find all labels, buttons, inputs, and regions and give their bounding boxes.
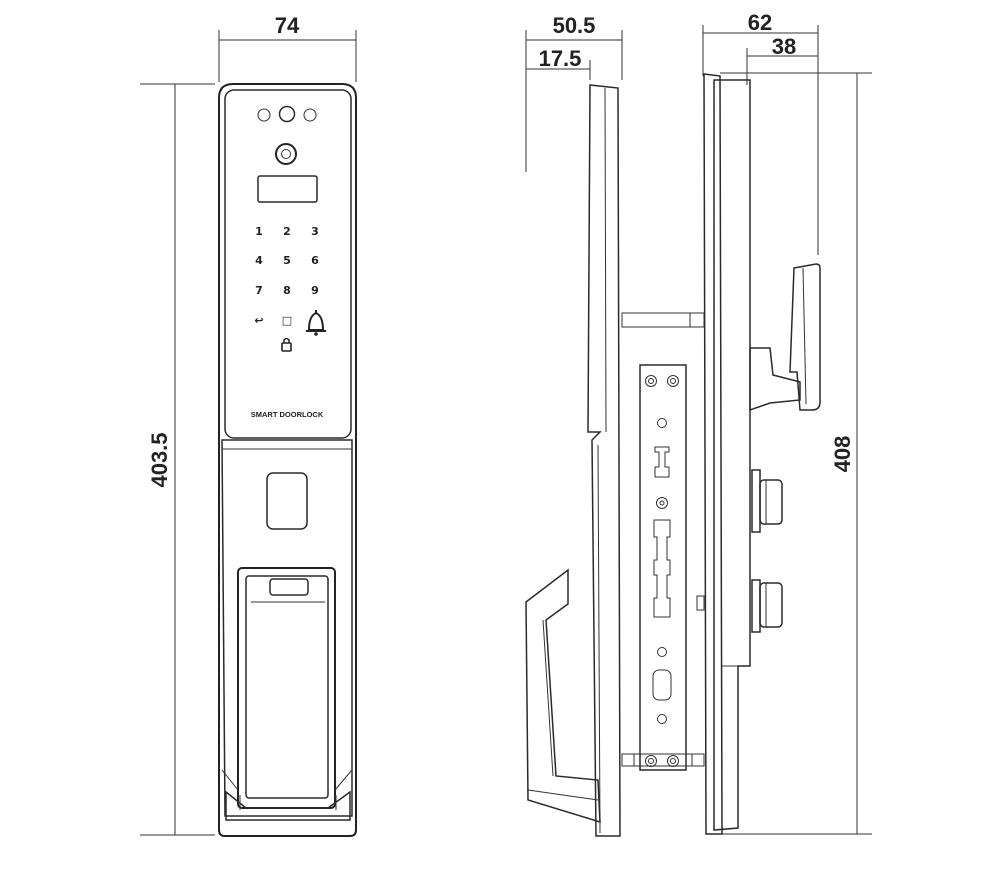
front-body-outline (218, 83, 357, 837)
dimension-front-width: 74 (218, 13, 357, 82)
side-depth-label: 50.5 (553, 13, 596, 38)
back-knob-lower (751, 579, 783, 633)
front-width-label: 74 (275, 13, 300, 38)
back-housing (713, 79, 751, 831)
mortise-lock-body (639, 364, 687, 771)
spindle (621, 312, 705, 328)
key-5[interactable]: 5 (283, 254, 291, 267)
lower-frame (221, 439, 353, 817)
dimension-side-inner-depth: 17.5 (526, 46, 591, 80)
confirm-key[interactable]: □ (282, 314, 292, 327)
back-plate (703, 73, 723, 835)
camera-lens-icon (303, 108, 317, 122)
back-inner-depth-label: 38 (772, 34, 796, 59)
key-2[interactable]: 2 (283, 225, 291, 238)
side-front-panel (587, 84, 621, 837)
keypad: 1 2 3 4 5 6 7 8 9 ↩ □ (254, 225, 326, 352)
back-depth-label: 62 (748, 10, 772, 35)
bell-icon[interactable] (306, 310, 326, 336)
dimension-back-height: 408 (720, 72, 872, 835)
padlock-icon[interactable] (281, 337, 292, 352)
key-1[interactable]: 1 (255, 225, 263, 238)
dimension-back-inner-depth: 38 (746, 34, 818, 85)
panel-label: SMART DOORLOCK (251, 410, 324, 419)
dimension-back-depth: 62 (702, 10, 819, 255)
dimension-front-height: 403.5 (140, 83, 215, 836)
front-height-label: 403.5 (147, 432, 172, 487)
key-4[interactable]: 4 (255, 254, 263, 267)
front-handle (221, 567, 353, 821)
key-9[interactable]: 9 (311, 284, 319, 297)
sensor-ring-icon (275, 143, 297, 165)
camera-lens-icon (278, 105, 296, 123)
back-key[interactable]: ↩ (254, 314, 263, 327)
fingerprint-sensor-icon (266, 472, 308, 530)
key-8[interactable]: 8 (283, 284, 291, 297)
side-inner-depth-label: 17.5 (539, 46, 582, 71)
key-6[interactable]: 6 (311, 254, 319, 267)
side-front-handle (525, 568, 601, 824)
dimension-side-depth: 50.5 (525, 13, 623, 172)
back-height-label: 408 (830, 436, 855, 473)
front-glass-panel (224, 89, 352, 439)
camera-lens-icon (257, 108, 271, 122)
back-lever (749, 263, 821, 412)
display-window (257, 175, 318, 203)
key-7[interactable]: 7 (255, 284, 263, 297)
back-view: 62 38 408 (696, 10, 872, 835)
back-knob-upper (751, 469, 783, 533)
front-view: 74 403.5 1 2 3 4 5 6 7 8 (140, 13, 357, 837)
side-view: 50.5 17.5 (525, 13, 705, 837)
key-3[interactable]: 3 (311, 225, 319, 238)
